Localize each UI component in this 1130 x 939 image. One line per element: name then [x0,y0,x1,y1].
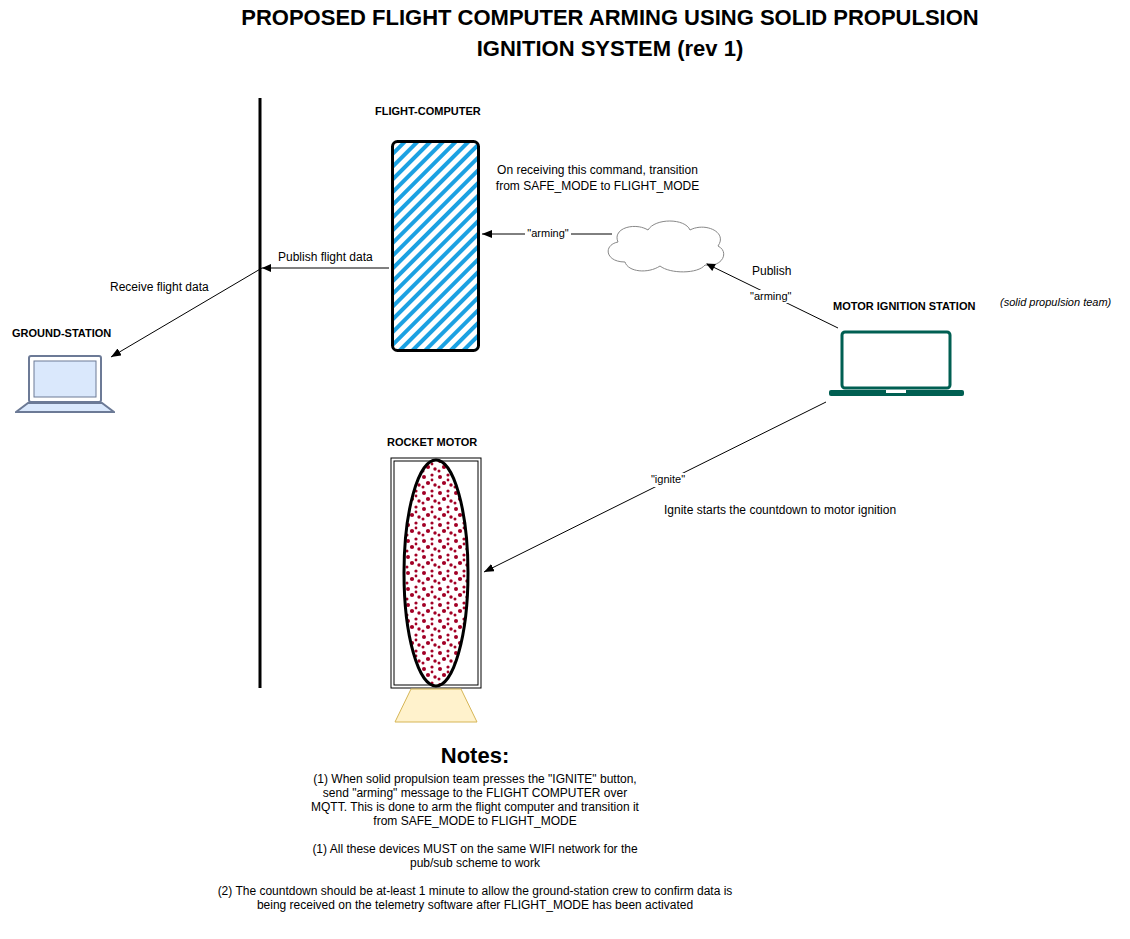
node-heading: GROUND-STATION [12,327,111,340]
edge-label: "ignite" [649,473,687,486]
notes-heading: Notes: [441,742,509,770]
shape-frame [828,330,965,400]
rocket-motor: ROCKET MOTOR [384,430,484,726]
diagram-title: PROPOSED FLIGHT COMPUTER ARMING USING SO… [195,2,1025,64]
note-text: (1) When solid propulsion team presses t… [310,772,640,828]
shape-frame [391,140,480,352]
flight-computer: FLIGHT-COMPUTER [370,100,498,354]
node-heading: FLIGHT-COMPUTER [375,105,481,118]
edge-label: "arming" [525,227,570,240]
connector-arrow [484,402,826,572]
flow-label: Publish [752,264,791,278]
ground-station: GROUND-STATION [8,322,123,417]
annotation-text: On receiving this command, transition fr… [490,162,705,194]
team-note: (solid propulsion team) [1000,296,1111,309]
data-bus-line [259,98,262,688]
flow-label: Receive flight data [110,280,209,294]
note-text: (1) All these devices MUST on the same W… [310,842,640,870]
shape-frame [389,457,483,723]
connector-arrow [111,268,389,357]
message-label: "arming" [748,290,793,303]
laptop-icon [828,330,965,400]
connector-arrow [482,234,838,328]
node-heading: MOTOR IGNITION STATION [833,300,975,313]
rocket-motor-figure [389,457,483,723]
mqtt-cloud [608,221,724,272]
ignition-station: MOTOR IGNITION STATION (solid propulsion … [826,292,1126,402]
shape-frame [15,355,115,413]
notes-block: Notes:(1) When solid propulsion team pre… [0,742,950,926]
note-text: (2) The countdown should be at-least 1 m… [215,884,735,912]
hatched-computer-box [391,140,480,352]
annotation-text: Ignite starts the countdown to motor ign… [664,503,896,517]
edge-label: Publish flight data [278,250,373,264]
laptop-icon [15,355,115,413]
node-heading: ROCKET MOTOR [387,436,477,449]
